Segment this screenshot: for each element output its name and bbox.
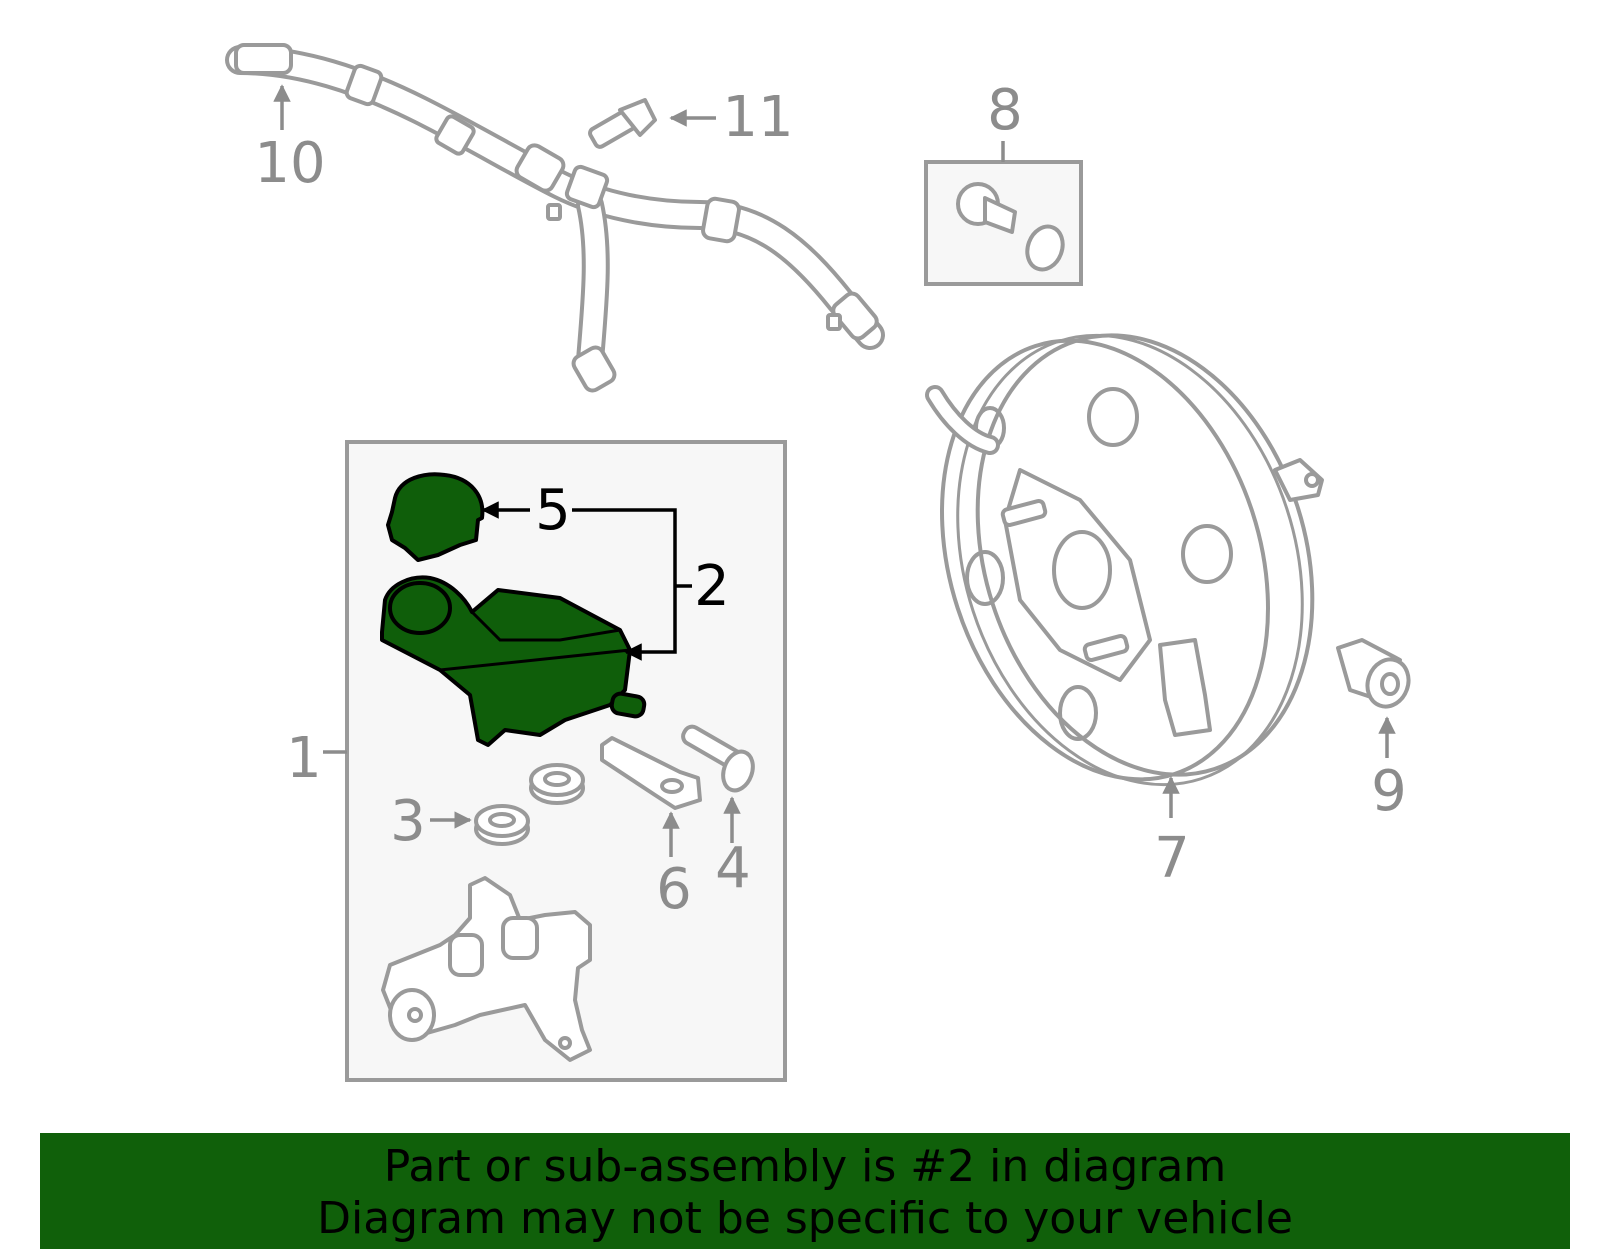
bolt-part-11 bbox=[588, 98, 657, 149]
brake-booster-part-7 bbox=[925, 333, 1324, 787]
master-cylinder-body bbox=[381, 876, 592, 1062]
callout-3: 3 bbox=[390, 789, 426, 854]
callout-2: 2 bbox=[694, 554, 730, 619]
callout-10: 10 bbox=[254, 131, 325, 196]
callout-8: 8 bbox=[987, 78, 1023, 143]
reservoir-cap-part-5 bbox=[386, 472, 485, 562]
brake-fluid-reservoir-part-2 bbox=[380, 575, 647, 747]
callout-4: 4 bbox=[715, 836, 751, 901]
callout-1: 1 bbox=[286, 726, 322, 791]
seal-part-9 bbox=[1336, 638, 1411, 709]
banner-line-disclaimer: Diagram may not be specific to your vehi… bbox=[317, 1193, 1293, 1244]
info-banner: Part or sub-assembly is #2 in diagram Di… bbox=[40, 1133, 1570, 1249]
callout-9: 9 bbox=[1371, 759, 1407, 824]
vacuum-hose-part-10 bbox=[225, 43, 885, 393]
grommet-part-3 bbox=[474, 763, 585, 846]
leader-lines bbox=[273, 84, 1396, 857]
callout-11: 11 bbox=[722, 85, 793, 150]
callout-7: 7 bbox=[1154, 826, 1190, 891]
clip-part-6 bbox=[600, 736, 702, 810]
banner-line-part: Part or sub-assembly is #2 in diagram bbox=[383, 1141, 1227, 1192]
callout-6: 6 bbox=[656, 857, 692, 922]
callout-5: 5 bbox=[535, 478, 571, 543]
callout-labels: 10 11 8 7 9 1 3 4 6 5 2 bbox=[254, 78, 1406, 922]
pin-part-4 bbox=[681, 724, 755, 793]
check-valve-part-8 bbox=[924, 160, 1083, 286]
